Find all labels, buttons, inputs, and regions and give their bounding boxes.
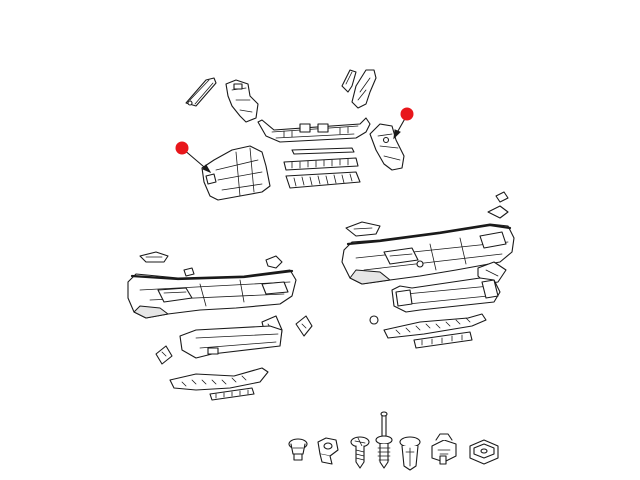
right-reflector-part <box>345 221 381 237</box>
right-skid-plate <box>413 331 473 349</box>
right-rear-corner-bracket <box>369 123 405 171</box>
left-rear-corner-bracket <box>201 145 271 201</box>
center-lower-grille <box>285 171 361 189</box>
center-upper-grille <box>283 157 359 171</box>
fastener-screw <box>350 436 370 469</box>
right-upper-mount-bracket <box>351 69 377 109</box>
right-lower-valance <box>383 313 487 339</box>
upper-rear-support-and-brackets <box>185 69 405 201</box>
center-molding-strip <box>291 147 355 155</box>
right-upper-bracket-arm <box>341 69 357 93</box>
left-lower-valance <box>169 367 269 391</box>
callout-right <box>393 107 414 140</box>
center-upper-support-bar <box>257 117 371 143</box>
right-bumper-fascia-assembly <box>341 191 515 349</box>
left-clip-part <box>265 255 283 269</box>
left-bumper-fascia-assembly <box>127 251 313 401</box>
fastener-push-rivet <box>288 438 308 461</box>
left-upper-mount-bracket <box>225 79 259 123</box>
callout-left <box>175 141 212 174</box>
fasteners-row <box>288 411 499 471</box>
left-skid-plate <box>209 387 255 401</box>
left-diamond-clip-lower <box>155 345 173 365</box>
right-round-plug <box>369 315 379 325</box>
left-upper-bracket-arm <box>185 77 217 107</box>
callout-marker-right <box>400 107 414 121</box>
callout-marker-left <box>175 141 189 155</box>
fastener-plastic-retainer <box>399 436 421 471</box>
fastener-tree-clip <box>375 411 393 469</box>
fastener-speed-nut <box>469 439 499 465</box>
right-reinforcement-beam <box>391 277 501 313</box>
fastener-square-clip <box>431 433 457 465</box>
left-bumper-fascia <box>127 269 297 319</box>
left-energy-absorber <box>179 325 283 359</box>
right-bumper-fascia <box>341 223 515 285</box>
fastener-hex-nut <box>317 437 339 465</box>
right-clip-part <box>487 205 509 219</box>
